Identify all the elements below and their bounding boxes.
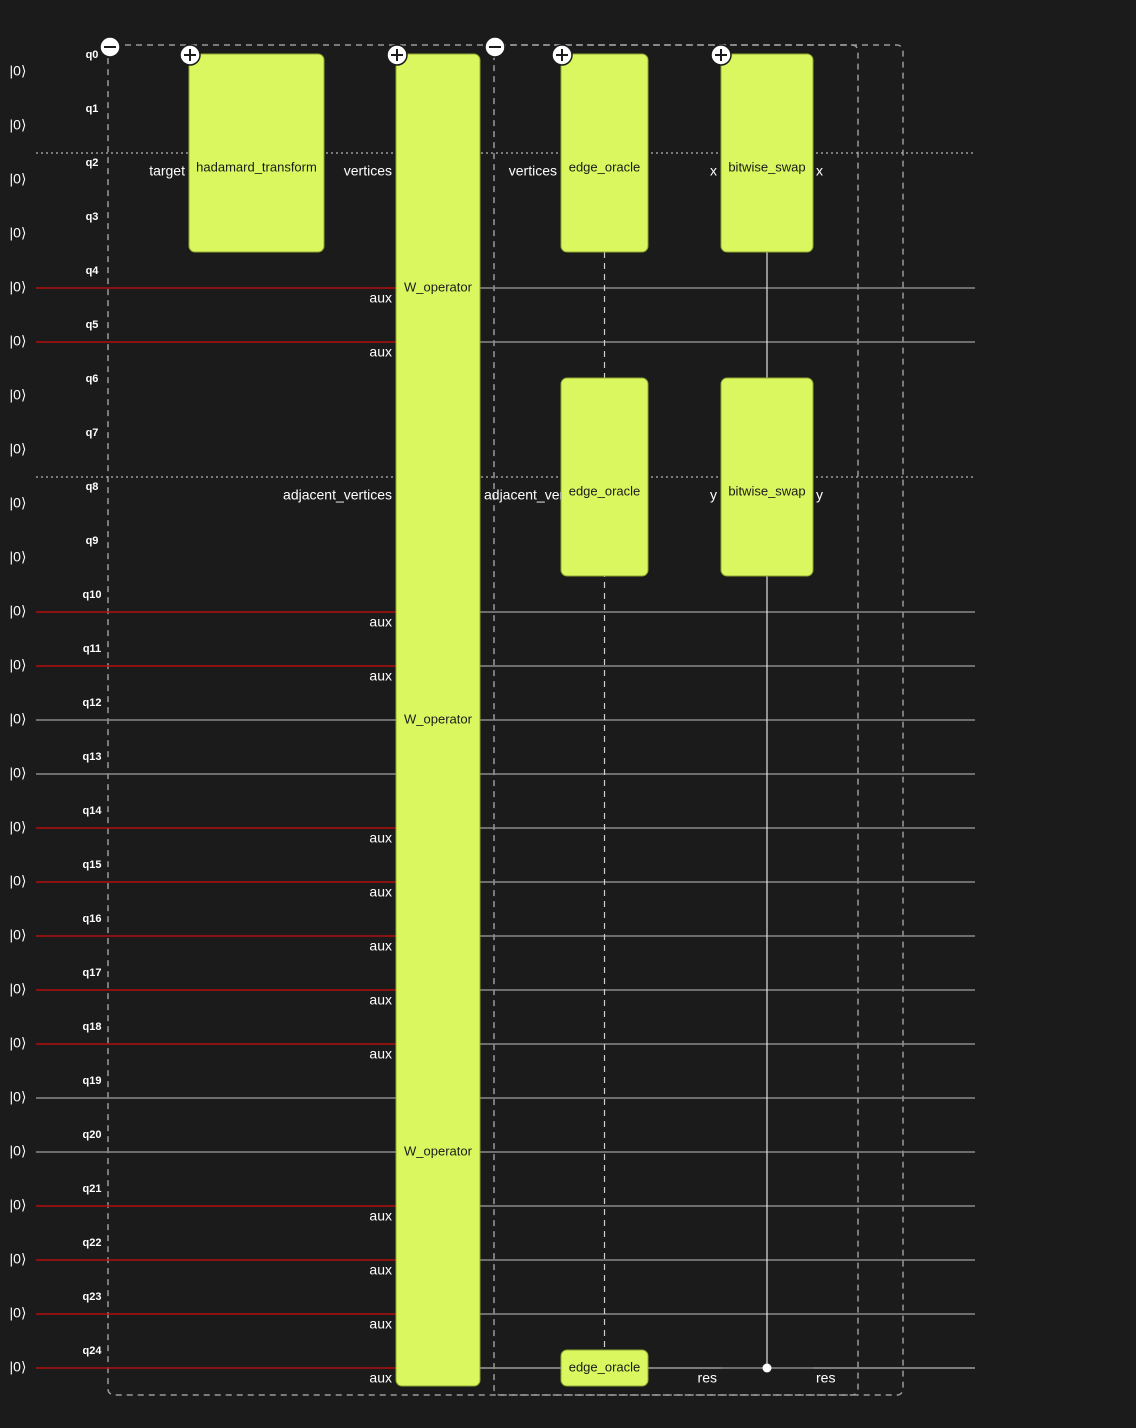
qubit-name-label: q9: [86, 535, 99, 547]
hadamard-target-label: target: [149, 163, 185, 179]
ket-zero-label: |0⟩: [10, 819, 27, 835]
bitwise-swap-label: bitwise_swap: [728, 159, 805, 174]
ket-zero-label: |0⟩: [10, 1197, 27, 1213]
w-operator-label: W_operator: [404, 279, 473, 294]
edge-oracle-label: edge_oracle: [569, 1359, 641, 1374]
qubit-name-label: q17: [83, 967, 102, 979]
edge-oracle-input-label: adjacent_vertices: [484, 487, 593, 503]
bitwise-swap-input-label: y: [710, 487, 717, 503]
w-operator-aux-label: aux: [369, 344, 392, 360]
qubit-name-label: q19: [83, 1075, 102, 1087]
bitwise-swap-gate[interactable]: [720, 377, 814, 577]
w-operator-aux-label: aux: [369, 1316, 392, 1332]
qubit-name-label: q2: [86, 157, 99, 169]
ket-zero-label: |0⟩: [10, 1089, 27, 1105]
qubit-name-label: q16: [83, 913, 102, 925]
ket-zero-label: |0⟩: [10, 1359, 27, 1375]
w-operator-input-label: adjacent_vertices: [283, 487, 392, 503]
qubit-name-label: q12: [83, 697, 102, 709]
hadamard-transform-gate[interactable]: [188, 53, 325, 253]
ket-zero-label: |0⟩: [10, 711, 27, 727]
edge-oracle-gate[interactable]: [560, 377, 649, 577]
qubit-name-label: q24: [83, 1345, 103, 1357]
ket-zero-label: |0⟩: [10, 1143, 27, 1159]
bitwise-swap-output-label: x: [816, 163, 823, 179]
ket-zero-label: |0⟩: [10, 495, 27, 511]
qubit-name-label: q1: [86, 103, 99, 115]
bitwise-swap-res-out-label: res: [816, 1370, 835, 1386]
w-operator-gate[interactable]: [395, 53, 481, 1387]
ket-zero-label: |0⟩: [10, 603, 27, 619]
ket-zero-label: |0⟩: [10, 225, 27, 241]
ket-zero-label: |0⟩: [10, 1305, 27, 1321]
bitwise-swap-label: bitwise_swap: [728, 483, 805, 498]
hadamard-transform-label: hadamard_transform: [196, 159, 317, 174]
qubit-name-label: q22: [83, 1237, 102, 1249]
bitwise-swap-res-in-label: res: [698, 1370, 717, 1386]
qubit-name-label: q20: [83, 1129, 102, 1141]
ket-zero-label: |0⟩: [10, 171, 27, 187]
w-operator-aux-label: aux: [369, 614, 392, 630]
inner-group-border: [493, 44, 859, 1396]
qubit-name-label: q23: [83, 1291, 102, 1303]
qubit-name-label: q0: [86, 49, 99, 61]
bitwise-swap-gate[interactable]: [720, 53, 814, 253]
ket-zero-label: |0⟩: [10, 927, 27, 943]
ket-zero-label: |0⟩: [10, 279, 27, 295]
ket-zero-label: |0⟩: [10, 1251, 27, 1267]
w-operator-aux-label: aux: [369, 1262, 392, 1278]
ket-zero-label: |0⟩: [10, 387, 27, 403]
qubit-name-label: q14: [83, 805, 103, 817]
qubit-name-label: q10: [83, 589, 102, 601]
qubit-name-label: q3: [86, 211, 99, 223]
qubit-name-label: q5: [86, 319, 99, 331]
bitwise-swap-output-label: y: [816, 487, 823, 503]
ket-zero-label: |0⟩: [10, 441, 27, 457]
control-dot: [762, 1363, 772, 1373]
qubit-name-label: q8: [86, 481, 99, 493]
bitwise-swap-input-label: x: [710, 163, 717, 179]
qubit-name-label: q11: [83, 643, 101, 655]
w-operator-input-label: vertices: [344, 163, 392, 179]
edge-oracle-label: edge_oracle: [569, 483, 641, 498]
qubit-name-label: q15: [83, 859, 102, 871]
w-operator-aux-label: aux: [369, 1370, 392, 1386]
ket-zero-label: |0⟩: [10, 657, 27, 673]
w-operator-label: W_operator: [404, 711, 473, 726]
w-operator-label: W_operator: [404, 1143, 473, 1158]
qubit-name-label: q7: [86, 427, 99, 439]
ket-zero-label: |0⟩: [10, 873, 27, 889]
qubit-name-label: q13: [83, 751, 102, 763]
ket-zero-label: |0⟩: [10, 63, 27, 79]
edge-oracle-input-label: vertices: [509, 163, 557, 179]
w-operator-aux-label: aux: [369, 992, 392, 1008]
qubit-name-label: q6: [86, 373, 99, 385]
qubit-name-label: q18: [83, 1021, 102, 1033]
ket-zero-label: |0⟩: [10, 1035, 27, 1051]
qubit-name-label: q4: [86, 265, 100, 277]
edge-oracle-label: edge_oracle: [569, 159, 641, 174]
w-operator-aux-label: aux: [369, 884, 392, 900]
w-operator-aux-label: aux: [369, 1208, 392, 1224]
qubit-name-label: q21: [83, 1183, 102, 1195]
ket-zero-label: |0⟩: [10, 981, 27, 997]
edge-oracle-gate[interactable]: [560, 53, 649, 253]
ket-zero-label: |0⟩: [10, 765, 27, 781]
ket-zero-label: |0⟩: [10, 549, 27, 565]
w-operator-aux-label: aux: [369, 830, 392, 846]
ket-zero-label: |0⟩: [10, 333, 27, 349]
ket-zero-label: |0⟩: [10, 117, 27, 133]
w-operator-aux-label: aux: [369, 668, 392, 684]
w-operator-aux-label: aux: [369, 290, 392, 306]
w-operator-aux-label: aux: [369, 938, 392, 954]
w-operator-aux-label: aux: [369, 1046, 392, 1062]
